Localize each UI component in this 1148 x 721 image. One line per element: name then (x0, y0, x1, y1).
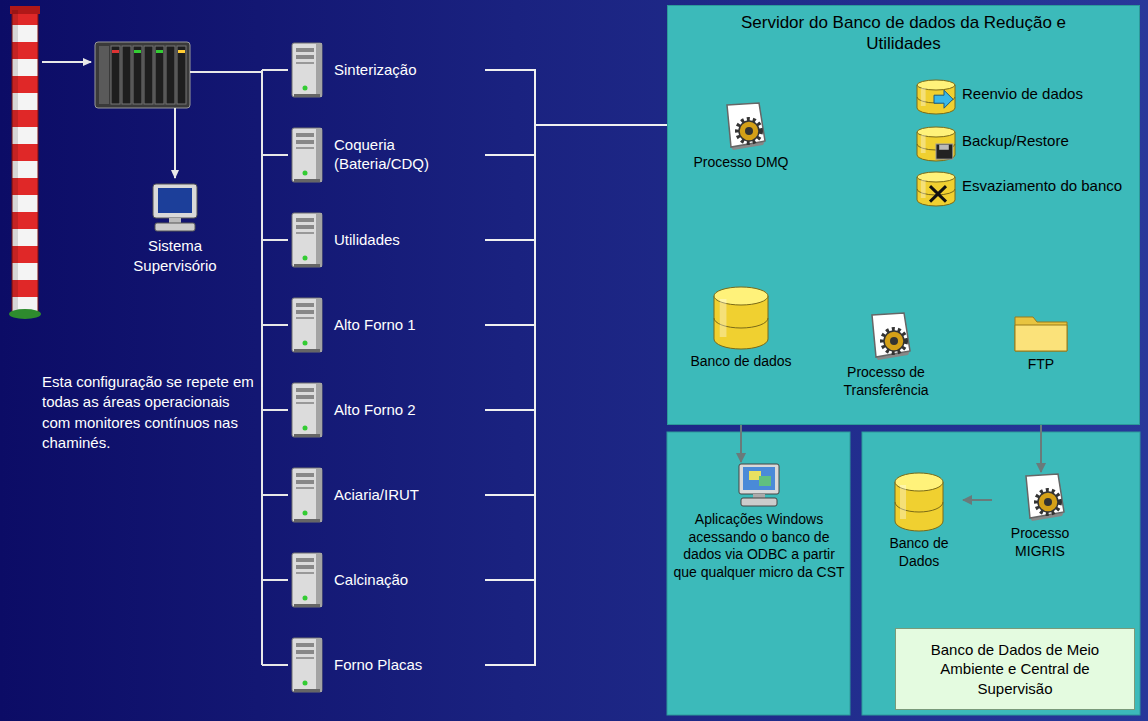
node-icon (1012, 472, 1068, 522)
node-text: Alto Forno 1 (334, 316, 416, 335)
area-server: Coqueria (Bateria/CDQ) (290, 125, 485, 185)
connector (485, 125, 691, 495)
panel (667, 432, 850, 715)
node-text: Coqueria (Bateria/CDQ) (334, 136, 485, 174)
node-icon (735, 462, 783, 508)
plc-rack (95, 42, 190, 108)
node-icon (894, 472, 944, 532)
node-icon (713, 101, 769, 151)
node-icon (290, 42, 324, 98)
caption-box: Banco de Dados de Meio Ambiente e Centra… (895, 628, 1135, 710)
node-text: Esvaziamento do banco (962, 171, 1122, 196)
node-text: Processo MIGRIS (992, 525, 1088, 560)
area-server: Calcinação (290, 550, 485, 610)
node-icon (290, 212, 324, 268)
node-icon (290, 297, 324, 353)
connector (485, 125, 691, 410)
area-server: Forno Placas (290, 635, 485, 695)
node-text: Aplicações Windows acessando o banco de … (673, 511, 845, 581)
signal-arrow (174, 108, 176, 178)
node-text: Reenvio de dados (962, 79, 1083, 104)
node-icon (858, 311, 914, 361)
signal-arrow (42, 61, 91, 63)
connector (485, 125, 691, 580)
connector (963, 499, 992, 501)
area-server: Aciaria/IRUT (290, 465, 485, 525)
area-server: Alto Forno 2 (290, 380, 485, 440)
database-task: Reenvio de dados (916, 79, 1136, 115)
node-text: Banco de Dados (875, 535, 963, 570)
node-icon (290, 467, 324, 523)
area-server: Sinterização (290, 40, 485, 100)
node-text: Banco de dados (690, 353, 791, 371)
node-icon (916, 126, 956, 162)
node-text: Sinterização (334, 61, 417, 80)
connector (485, 125, 691, 240)
node-icon (713, 286, 769, 350)
node-icon (1013, 311, 1069, 353)
area-server: Utilidades (290, 210, 485, 270)
node-text: Processo DMQ (694, 154, 789, 172)
client-apps: Aplicações Windows acessando o banco de … (673, 462, 845, 581)
database-task: Backup/Restore (916, 126, 1136, 162)
ftp-folder: FTP (1001, 311, 1081, 374)
connector (485, 125, 691, 665)
node-icon (290, 382, 324, 438)
bus-lines (190, 70, 288, 665)
node-text: Aciaria/IRUT (334, 486, 419, 505)
node-text: Sistema Supervisório (120, 236, 230, 275)
node-icon (147, 182, 203, 232)
node-icon (290, 552, 324, 608)
supervisory-station: Sistema Supervisório (120, 182, 230, 275)
node-text: Forno Placas (334, 656, 422, 675)
node-icon (290, 637, 324, 693)
server-panel: Servidor do Banco de dados da Redução e … (667, 5, 1140, 425)
database-node: Banco de Dados (875, 472, 963, 570)
process-node: Processo MIGRIS (992, 472, 1088, 560)
node-text: Alto Forno 2 (334, 401, 416, 420)
node-text: FTP (1028, 356, 1054, 374)
node-text: Utilidades (334, 231, 400, 250)
note-text: Esta configuração se repete em todas as … (42, 372, 257, 453)
node-text: Banco de Dados de Meio Ambiente e Centra… (906, 640, 1124, 699)
node-icon (916, 79, 956, 115)
node-icon (916, 171, 956, 207)
node-text: Backup/Restore (962, 126, 1069, 151)
area-server: Alto Forno 1 (290, 295, 485, 355)
panel (862, 432, 1140, 715)
connector (485, 125, 691, 155)
connector (485, 125, 691, 325)
database-task: Esvaziamento do banco (916, 171, 1136, 207)
connector (485, 70, 691, 125)
database-node: Banco de dados (686, 286, 796, 371)
chimney (9, 6, 41, 319)
node-text: Servidor do Banco de dados da Redução e … (668, 6, 1139, 55)
node-icon (290, 127, 324, 183)
process-node: Processo DMQ (691, 101, 791, 172)
node-text: Calcinação (334, 571, 408, 590)
process-node: Processo de Transferência (826, 311, 946, 399)
node-text: Processo de Transferência (826, 364, 946, 399)
